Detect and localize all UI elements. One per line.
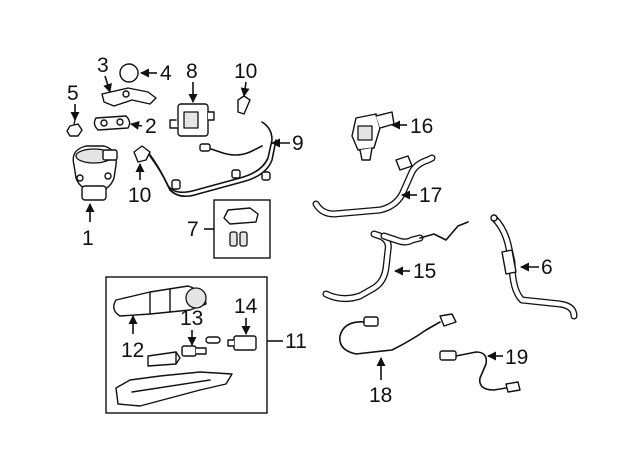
leader-3 xyxy=(103,75,112,93)
callout-16: 16 xyxy=(410,115,433,138)
egr-valve xyxy=(72,145,118,201)
callout-14: 14 xyxy=(234,295,258,318)
filter xyxy=(147,351,181,367)
gasket xyxy=(93,115,131,131)
heat-shield xyxy=(115,371,233,407)
callout-2: 2 xyxy=(145,115,157,138)
leader-10a xyxy=(240,81,250,97)
vacuum-harness xyxy=(147,121,277,198)
callout-15: 15 xyxy=(413,260,436,283)
solenoid-16 xyxy=(351,111,395,161)
callout-4: 4 xyxy=(160,62,172,85)
sensor-kit xyxy=(223,207,259,247)
leader-2 xyxy=(130,121,143,130)
valve-14 xyxy=(227,335,257,351)
canister-assembly-box xyxy=(105,276,268,414)
hose-17 xyxy=(312,154,436,218)
purge-canister xyxy=(113,285,207,317)
callout-17: 17 xyxy=(419,184,442,207)
callout-1: 1 xyxy=(82,227,94,250)
connector-lower xyxy=(133,145,151,163)
cap xyxy=(119,63,139,83)
callout-13: 13 xyxy=(180,307,203,330)
callout-8: 8 xyxy=(186,60,198,83)
hose-6 xyxy=(490,214,578,320)
callout-19: 19 xyxy=(505,346,528,369)
connector-top xyxy=(237,95,251,115)
callout-6: 6 xyxy=(541,256,553,279)
callout-3: 3 xyxy=(97,54,109,77)
oxygen-sensor-19 xyxy=(439,350,521,393)
hose-piece xyxy=(205,336,221,344)
callout-9: 9 xyxy=(292,132,304,155)
callout-5: 5 xyxy=(67,82,79,105)
bracket xyxy=(101,87,157,107)
connector-13 xyxy=(181,345,207,357)
callout-11: 11 xyxy=(285,330,307,353)
hose-15 xyxy=(322,221,469,303)
callout-18: 18 xyxy=(369,384,392,407)
callout-12: 12 xyxy=(121,339,144,362)
solenoid xyxy=(169,103,215,137)
callout-10b: 10 xyxy=(128,184,151,207)
callout-7: 7 xyxy=(187,218,199,241)
oxygen-sensor-18 xyxy=(339,313,457,355)
callout-10a: 10 xyxy=(234,60,257,83)
